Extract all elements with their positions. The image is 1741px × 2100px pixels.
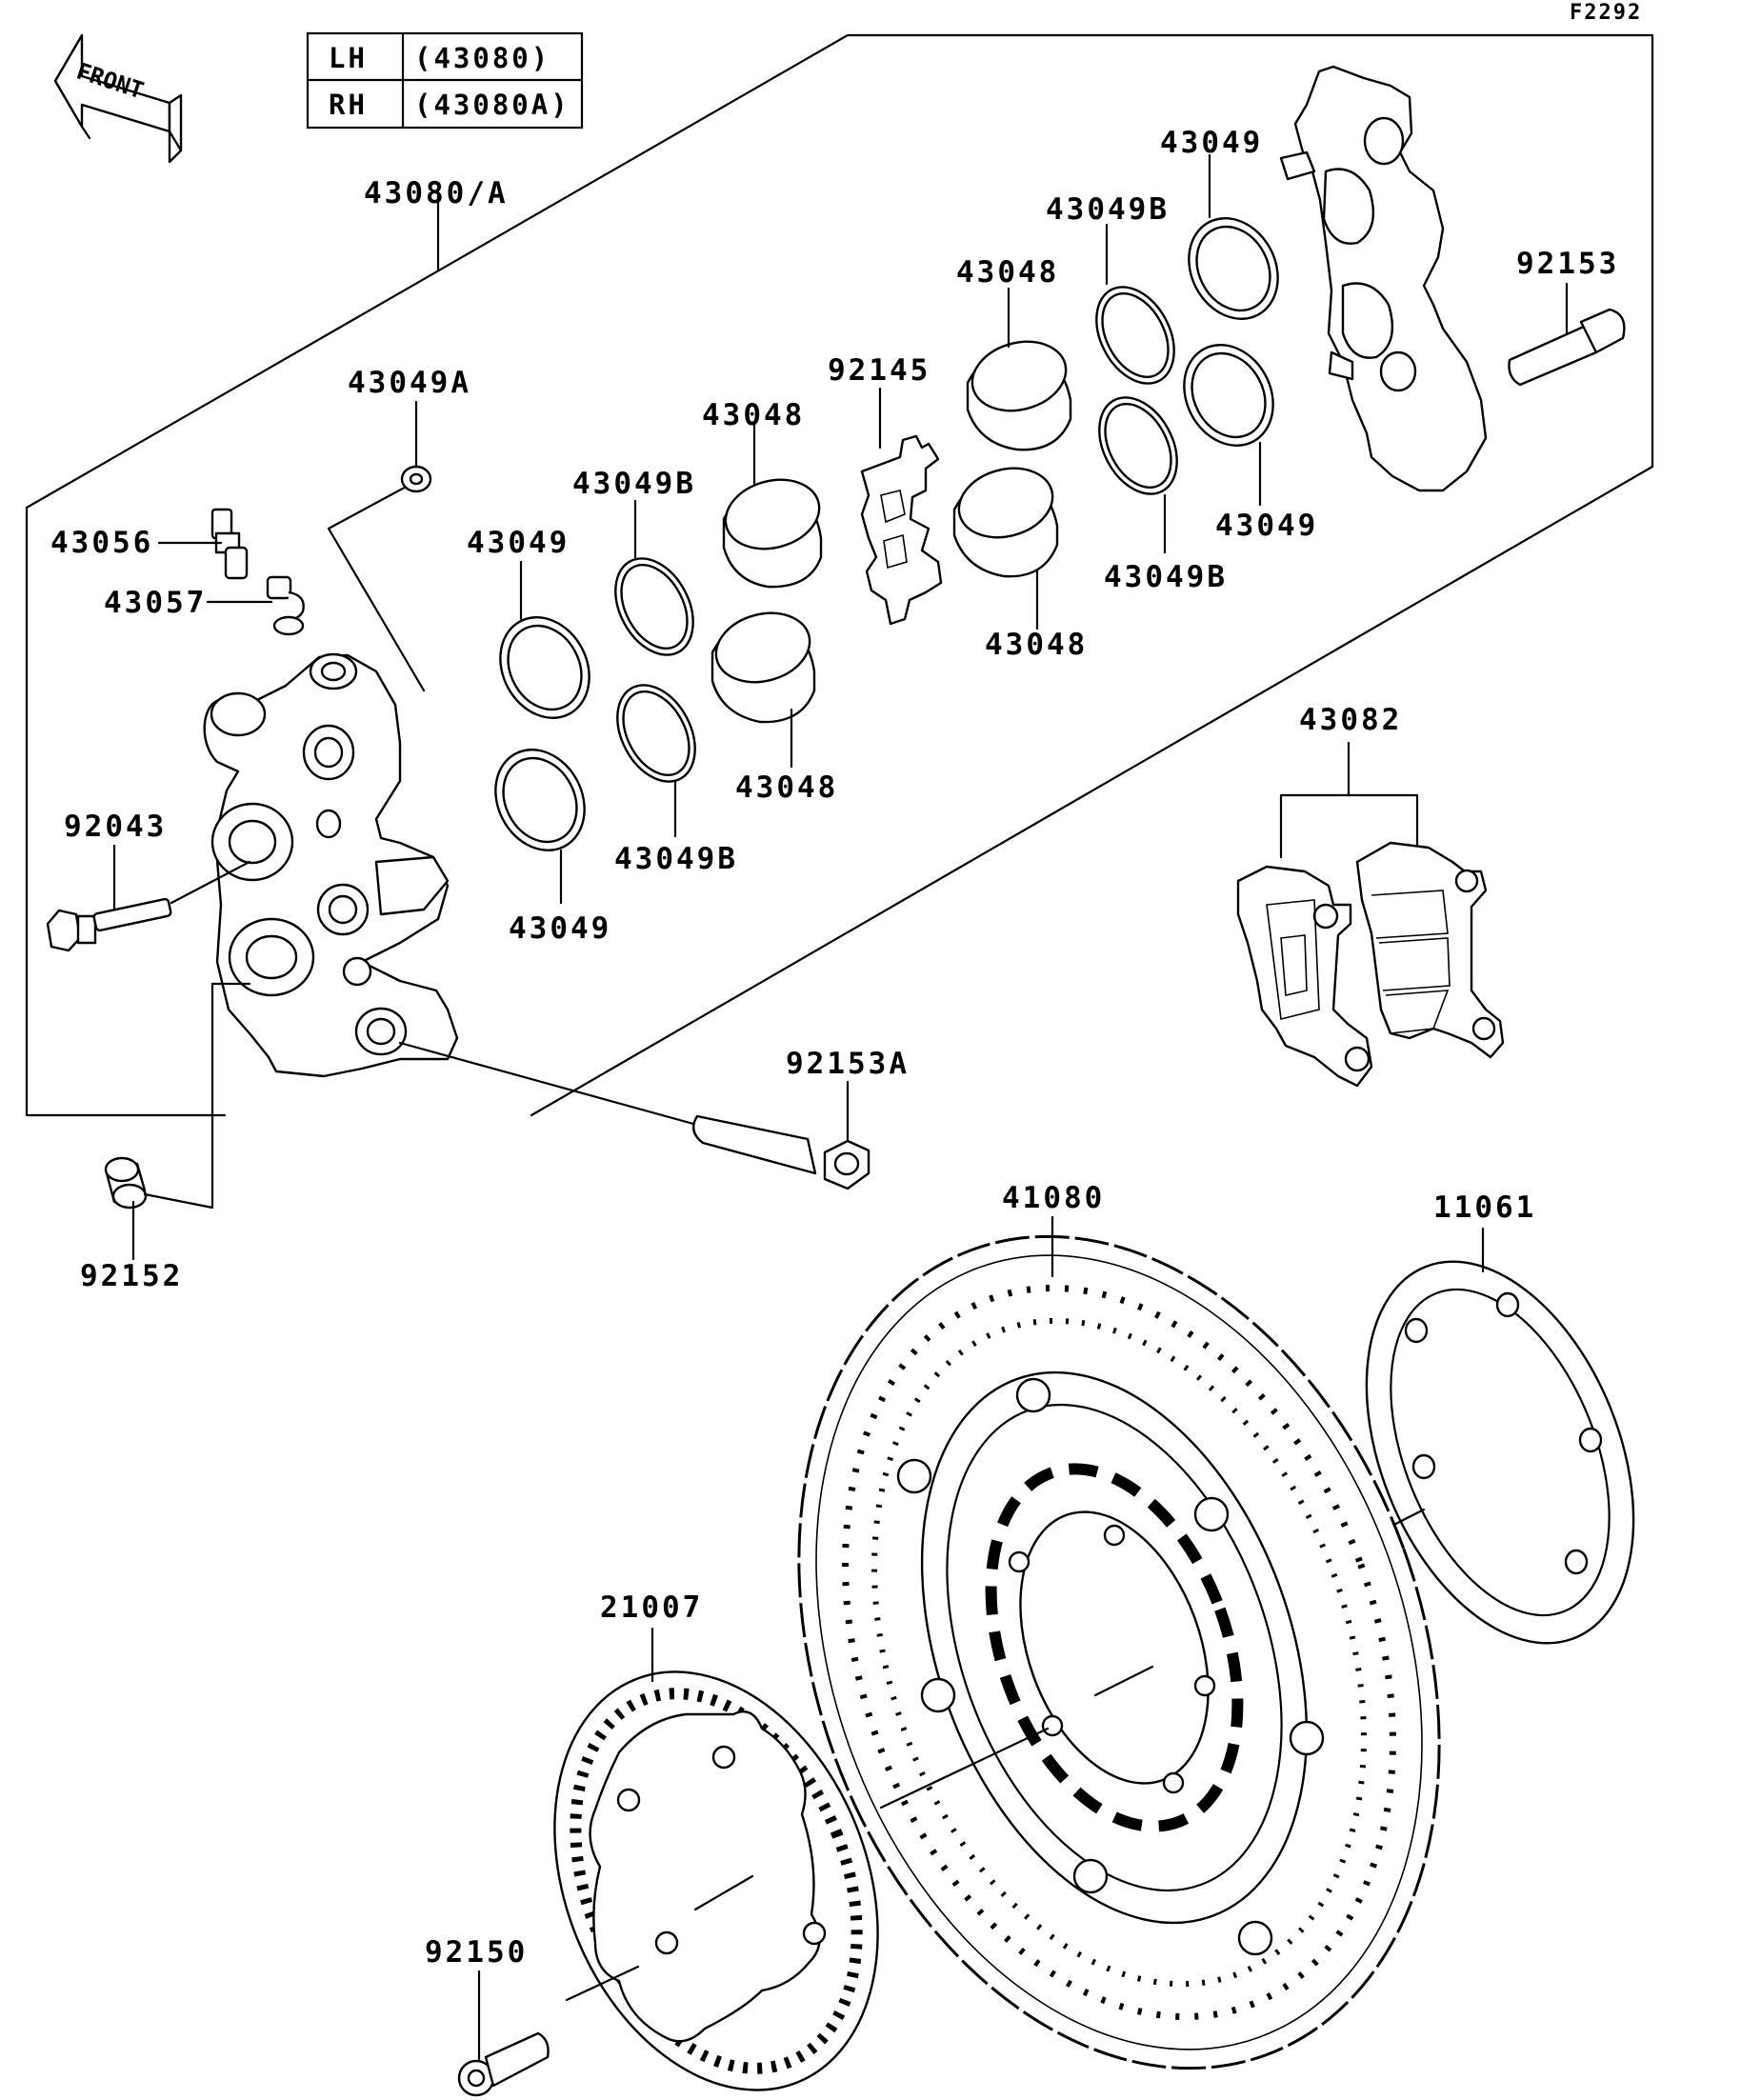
- bleed-cap: [266, 575, 305, 636]
- dust-seal-d: [1098, 396, 1178, 495]
- label-dust-seal-d: 43049B: [1104, 560, 1228, 594]
- mount-bolt: [1508, 308, 1626, 387]
- label-piston-seal-c: 43049: [1160, 126, 1263, 160]
- label-mount-bolt: 92153: [1516, 247, 1619, 281]
- variant-table: LH (43080) RH (43080A): [306, 31, 584, 130]
- label-caliper-bolt: 92043: [64, 810, 167, 844]
- label-rotor-bolt: 92150: [425, 1935, 528, 1970]
- label-brake-pads: 43082: [1299, 703, 1402, 737]
- brake-pad-inner: [1236, 865, 1373, 1088]
- figure-code: F2292: [1570, 1, 1642, 25]
- table-part-lh: (43080): [414, 42, 550, 74]
- dust-seal-b: [616, 684, 696, 783]
- label-dust-seal-c: 43049B: [1046, 192, 1170, 227]
- piston-seal-b: [494, 749, 586, 851]
- label-bleed-valve: 43056: [50, 526, 153, 560]
- pad-spring: [860, 434, 943, 626]
- shim-plate: [1365, 1260, 1635, 1645]
- part-labels: 43080/A 43049A 43056 43057 92043 92152 9…: [50, 126, 1619, 1970]
- label-mount-bolt-a: 92153A: [786, 1047, 910, 1081]
- caliper-assembly-outline: [25, 33, 1654, 1117]
- caliper-right-half: [1279, 65, 1488, 492]
- label-piston-upper-right: 43048: [956, 255, 1059, 290]
- collar: [104, 1156, 148, 1210]
- label-shim-plate: 11061: [1433, 1190, 1536, 1225]
- caliper-bolt: [46, 897, 172, 952]
- piston-lower-left: [710, 611, 816, 724]
- piston-seal-c: [1188, 217, 1279, 320]
- label-piston-seal-d: 43049: [1215, 509, 1318, 543]
- label-piston-seal-a: 43049: [467, 526, 570, 560]
- rotor-bolt: [457, 2031, 550, 2097]
- label-dust-seal-b: 43049B: [614, 842, 738, 876]
- caliper-left-half: [203, 652, 459, 1078]
- piston-seal-a: [499, 616, 590, 719]
- dust-seal-a: [614, 557, 694, 656]
- piston-seal-d: [1183, 344, 1274, 447]
- label-pad-spring: 92145: [828, 353, 931, 388]
- piston-upper-right: [966, 340, 1072, 451]
- bleed-valve: [210, 508, 249, 580]
- label-caliper-assy: 43080/A: [364, 176, 509, 210]
- label-collar: 92152: [80, 1259, 183, 1293]
- brake-pad-outer: [1355, 841, 1505, 1059]
- table-side-rh: RH: [329, 89, 368, 121]
- piston-upper-left: [722, 478, 823, 589]
- label-piston-lower-right: 43048: [985, 628, 1088, 662]
- label-bleed-cap: 43057: [104, 586, 207, 620]
- front-arrow-icon: FRONT: [53, 33, 183, 164]
- brake-disc: [797, 1234, 1441, 2070]
- table-part-rh: (43080A): [414, 89, 570, 121]
- label-brake-disc: 41080: [1002, 1181, 1105, 1215]
- dust-seal-c: [1095, 286, 1175, 385]
- label-piston-upper-left: 43048: [702, 398, 805, 432]
- label-seal-washer: 43049A: [348, 366, 471, 400]
- label-piston-seal-b: 43049: [509, 911, 611, 946]
- table-side-lh: LH: [329, 42, 368, 74]
- piston-lower-right: [952, 467, 1059, 578]
- label-dust-seal-a: 43049B: [572, 467, 696, 501]
- abs-rotor: [553, 1670, 879, 2091]
- label-abs-rotor: 21007: [600, 1590, 703, 1625]
- label-piston-lower-left: 43048: [735, 770, 838, 805]
- mount-bolt-a: [691, 1114, 870, 1190]
